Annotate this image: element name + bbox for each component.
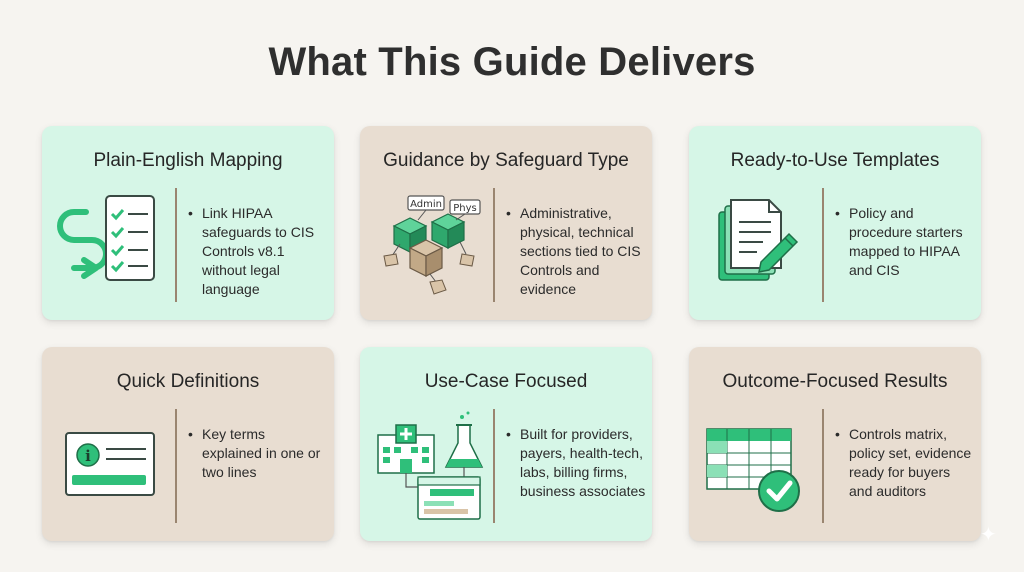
- tag-phys-label: Phys: [453, 203, 477, 214]
- card-guidance-by-safeguard-type: Guidance by Safeguard Type Admin Phys: [360, 126, 652, 320]
- card-description-text: Link HIPAA safeguards to CIS Controls v8…: [202, 205, 315, 297]
- card-quick-definitions: Quick Definitions i • Key terms explaine…: [42, 347, 334, 541]
- card-description-text: Administrative, physical, technical sect…: [520, 205, 641, 297]
- bullet: •: [188, 205, 193, 221]
- card-divider: [822, 409, 824, 523]
- bullet: •: [506, 426, 511, 442]
- card-divider: [175, 188, 177, 302]
- card-description: • Built for providers, payers, health-te…: [506, 425, 646, 501]
- bullet: •: [835, 426, 840, 442]
- page-title: What This Guide Delivers: [268, 40, 756, 84]
- card-description: • Link HIPAA safeguards to CIS Controls …: [188, 204, 328, 299]
- card-description: • Administrative, physical, technical se…: [506, 204, 646, 299]
- card-description-text: Built for providers, payers, health-tech…: [520, 426, 646, 499]
- matrix-check-icon: [699, 411, 817, 523]
- card-divider: [175, 409, 177, 523]
- card-use-case-focused: Use-Case Focused: [360, 347, 652, 541]
- card-description-text: Policy and procedure starters mapped to …: [849, 205, 963, 278]
- sparkle-icon: ✦: [980, 524, 997, 546]
- document-pen-icon: [699, 190, 817, 302]
- tag-admin-label: Admin: [410, 199, 442, 210]
- card-title: Guidance by Safeguard Type: [383, 150, 629, 171]
- card-title: Quick Definitions: [116, 371, 260, 392]
- bullet: •: [188, 426, 193, 442]
- card-description: • Key terms explained in one or two line…: [188, 425, 328, 482]
- card-title: Outcome-Focused Results: [722, 371, 948, 392]
- card-title: Use-Case Focused: [424, 371, 588, 392]
- card-title: Plain-English Mapping: [93, 150, 283, 171]
- card-description: • Controls matrix, policy set, evidence …: [835, 425, 975, 501]
- card-description: • Policy and procedure starters mapped t…: [835, 204, 975, 280]
- card-divider: [493, 409, 495, 523]
- bullet: •: [835, 205, 840, 221]
- svg-text:i: i: [85, 447, 91, 465]
- hospital-lab-icon: [370, 411, 488, 523]
- card-description-text: Controls matrix, policy set, evidence re…: [849, 426, 972, 499]
- card-outcome-focused-results: Outcome-Focused Results • Controls matri…: [689, 347, 981, 541]
- card-description-text: Key terms explained in one or two lines: [202, 426, 321, 480]
- card-ready-to-use-templates: Ready-to-Use Templates • Policy and proc…: [689, 126, 981, 320]
- safeguard-blocks-icon: Admin Phys: [370, 190, 488, 302]
- info-card-icon: i: [52, 411, 170, 523]
- card-plain-english-mapping: Plain-English Mapping • Link HIPAA safeg…: [42, 126, 334, 320]
- card-divider: [822, 188, 824, 302]
- bullet: •: [506, 205, 511, 221]
- card-title: Ready-to-Use Templates: [730, 150, 940, 171]
- card-divider: [493, 188, 495, 302]
- checklist-mapping-icon: [52, 190, 170, 302]
